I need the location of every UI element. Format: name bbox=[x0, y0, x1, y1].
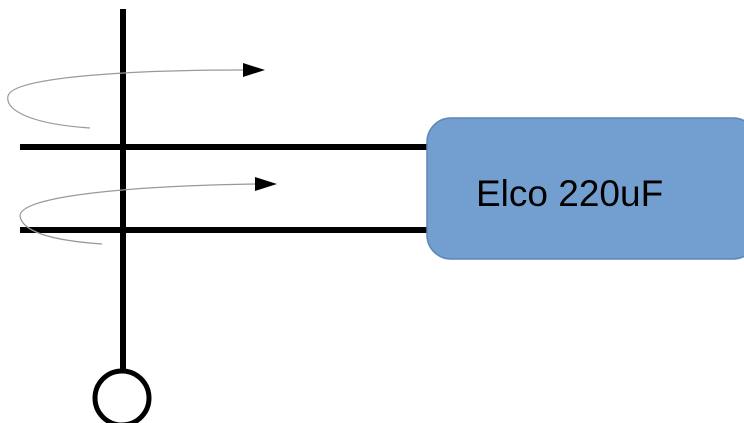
capacitor-box bbox=[426, 117, 744, 260]
capacitor-label: Elco 220uF bbox=[476, 173, 663, 214]
lower-arrowhead bbox=[255, 177, 277, 191]
terminal-circle bbox=[92, 368, 152, 423]
lower-rotation-arrow bbox=[19, 183, 256, 245]
upper-rotation-arrow bbox=[7, 69, 244, 129]
upper-arrowhead bbox=[243, 63, 265, 77]
